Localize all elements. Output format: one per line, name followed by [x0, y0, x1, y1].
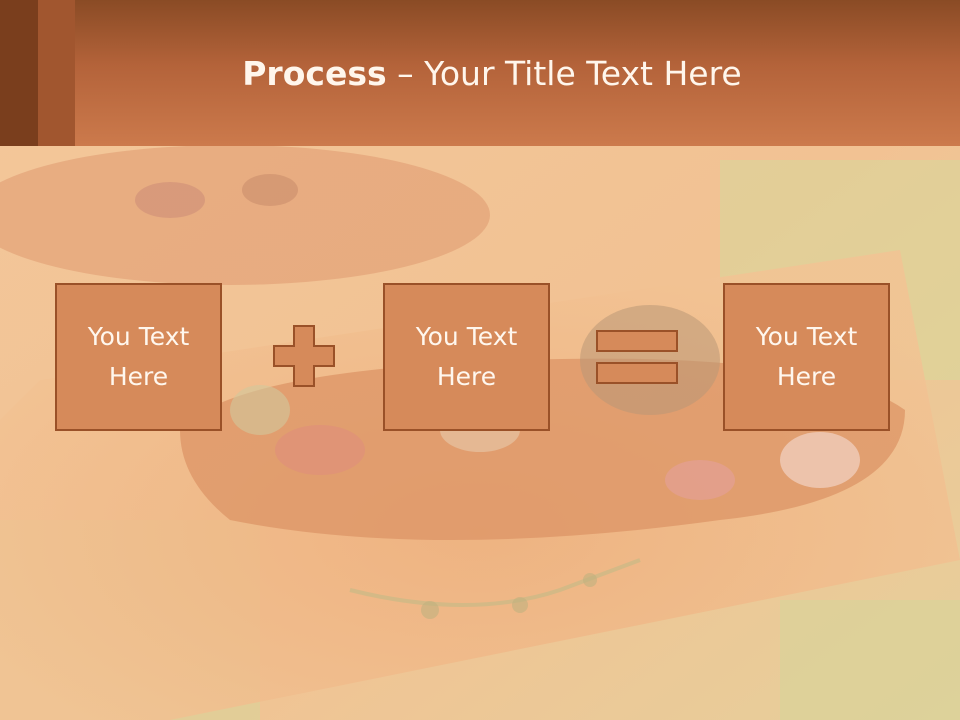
process-box-1[interactable]: You Text Here [55, 283, 222, 431]
title-separator: – [386, 54, 425, 93]
title-bold-text: Process [242, 54, 387, 93]
title-rest-text: Your Title Text Here [424, 54, 742, 93]
title-bar-accent-light [38, 0, 75, 146]
equals-icon [596, 330, 678, 384]
plus-icon [273, 325, 335, 387]
title-bar [0, 0, 960, 146]
process-box-3[interactable]: You Text Here [723, 283, 890, 431]
slide-title[interactable]: Process – Your Title Text Here [0, 52, 960, 96]
process-box-2[interactable]: You Text Here [383, 283, 550, 431]
title-bar-accent-dark [0, 0, 38, 146]
